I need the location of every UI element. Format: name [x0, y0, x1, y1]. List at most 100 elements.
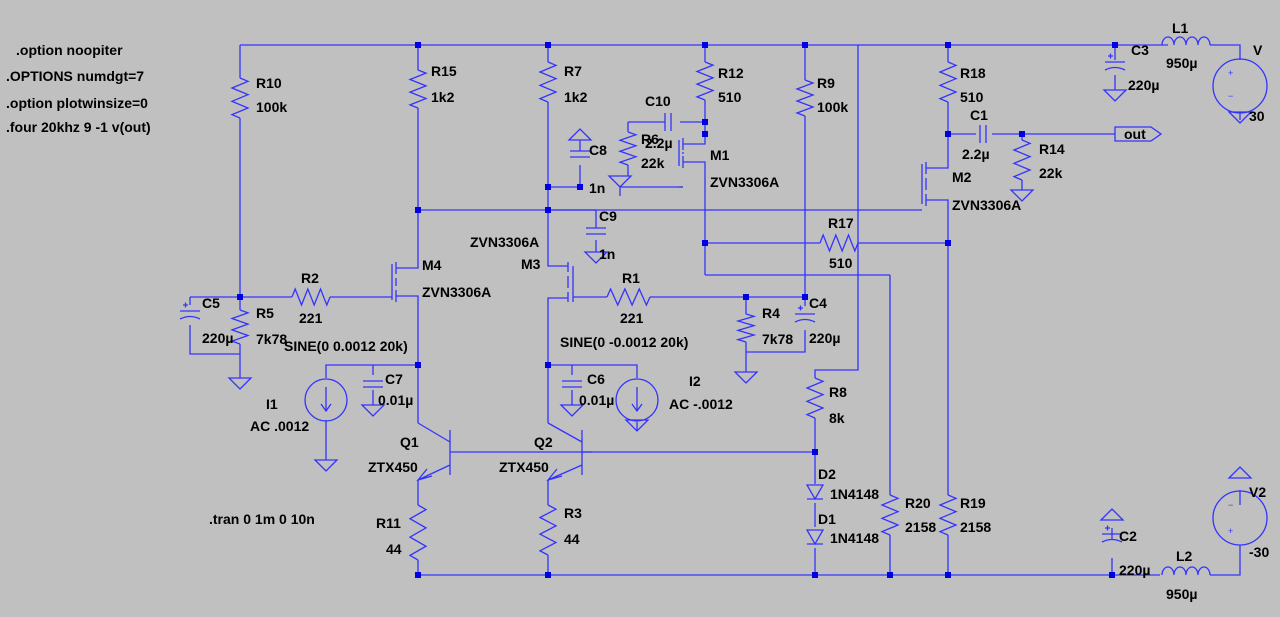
junction-dot-24	[812, 572, 818, 578]
r7-value: 1k2	[564, 89, 588, 105]
junction-dot-1	[545, 42, 551, 48]
out-port-flag	[1114, 126, 1163, 142]
c3-value: 220µ	[1128, 77, 1159, 93]
junction-dot-11	[702, 119, 708, 125]
gnd-c7	[360, 404, 386, 417]
r11-name: R11	[376, 515, 401, 531]
r3-value: 44	[564, 531, 580, 547]
directive-numdgt[interactable]: .OPTIONS numdgt=7	[6, 68, 144, 84]
c10-symbol	[664, 113, 672, 131]
c5-name: C5	[202, 295, 220, 311]
i2-spec: SINE(0 -0.0012 20k)	[560, 334, 688, 350]
m1-value: ZVN3306A	[710, 174, 779, 190]
q1-value: ZTX450	[368, 459, 418, 475]
junction-dot-25	[887, 572, 893, 578]
directive-tran[interactable]: .tran 0 1m 0 10n	[209, 511, 315, 527]
r6-name: R6	[641, 131, 659, 147]
c7-value: 0.01µ	[378, 392, 413, 408]
junction-dot-13	[702, 240, 708, 246]
gnd-r5	[227, 377, 253, 390]
v-minus-mark: −	[1228, 91, 1233, 101]
c6-value: 0.01µ	[579, 392, 614, 408]
wire-80	[1210, 545, 1241, 576]
r11-symbol	[408, 504, 428, 561]
r7-name: R7	[564, 63, 582, 79]
r4-symbol	[735, 313, 757, 343]
c1-value: 2.2µ	[962, 146, 990, 162]
c1-name: C1	[970, 107, 988, 123]
i2-value: AC -.0012	[669, 396, 733, 412]
c2-name: C2	[1119, 528, 1137, 544]
q2-name: Q2	[534, 434, 553, 450]
q1-symbol	[416, 422, 460, 482]
junction-dot-7	[415, 207, 421, 213]
junction-dot-19	[415, 362, 421, 368]
wire-59	[814, 45, 859, 378]
m2-value: ZVN3306A	[952, 197, 1021, 213]
d2-value: 1N4148	[830, 486, 879, 502]
directive-noopiter[interactable]: .option noopiter	[16, 42, 123, 58]
c2-symbol	[1101, 525, 1123, 543]
r1-name: R1	[622, 270, 640, 286]
r15-value: 1k2	[431, 89, 455, 105]
r5-symbol	[230, 309, 250, 345]
r1-value: 221	[620, 310, 644, 326]
l1-symbol	[1161, 36, 1211, 46]
gnd-c6	[559, 404, 585, 417]
c10-value: 2.2µ	[645, 135, 673, 151]
r14-name: R14	[1039, 141, 1065, 157]
junction-dot-27	[1109, 572, 1115, 578]
r8-symbol	[805, 377, 825, 419]
junction-dot-20	[545, 362, 551, 368]
directive-four[interactable]: .four 20khz 9 -1 v(out)	[6, 119, 151, 135]
r2-value: 221	[299, 310, 323, 326]
v2-plus-mark: +	[1228, 526, 1233, 536]
wire-75	[1210, 44, 1241, 60]
junction-dot-2	[702, 42, 708, 48]
gnd-v	[1227, 111, 1253, 124]
r10-symbol	[230, 77, 250, 119]
directive-plotwinsize[interactable]: .option plotwinsize=0	[6, 95, 148, 111]
i1-symbol-arrow	[320, 387, 332, 413]
d2-symbol	[805, 484, 825, 501]
junction-dot-12	[702, 131, 708, 137]
c8-value: 1n	[589, 180, 605, 196]
gnd-c2	[1099, 508, 1125, 521]
c7-name: C7	[385, 371, 403, 387]
wire-31	[548, 364, 638, 378]
r2-name: R2	[301, 270, 319, 286]
junction-dot-10	[545, 207, 551, 213]
gnd-i2	[624, 419, 650, 432]
v2-minus-mark: −	[1228, 500, 1233, 510]
m4-value: ZVN3306A	[422, 284, 491, 300]
r12-name: R12	[718, 65, 744, 81]
r5-name: R5	[256, 305, 274, 321]
r15-symbol	[408, 69, 428, 109]
v-symbol	[1212, 58, 1268, 114]
out-net-label[interactable]: out	[1124, 126, 1146, 142]
gnd-c8-top	[567, 128, 593, 141]
c4-name: C4	[809, 295, 827, 311]
junction-dot-14	[945, 131, 951, 137]
c8-symbol	[570, 150, 590, 158]
r18-symbol	[938, 61, 958, 103]
gnd-c9	[583, 251, 609, 264]
r3-symbol	[538, 504, 558, 556]
r17-symbol	[819, 233, 859, 253]
r19-symbol	[938, 494, 958, 536]
m1-name: M1	[710, 147, 730, 163]
gnd-r14	[1009, 189, 1035, 202]
l2-value: 950µ	[1166, 586, 1197, 602]
junction-dot-26	[945, 572, 951, 578]
r5-value: 7k78	[256, 331, 287, 347]
junction-dot-8	[545, 184, 551, 190]
r8-name: R8	[829, 384, 847, 400]
q1-name: Q1	[400, 434, 419, 450]
v-plus-mark: +	[1228, 68, 1233, 78]
gnd-i1	[313, 459, 339, 472]
wire-40	[746, 330, 806, 353]
r9-symbol	[795, 79, 815, 117]
junction-dot-18	[802, 294, 808, 300]
junction-dot-5	[1112, 42, 1118, 48]
r10-name: R10	[256, 75, 282, 91]
